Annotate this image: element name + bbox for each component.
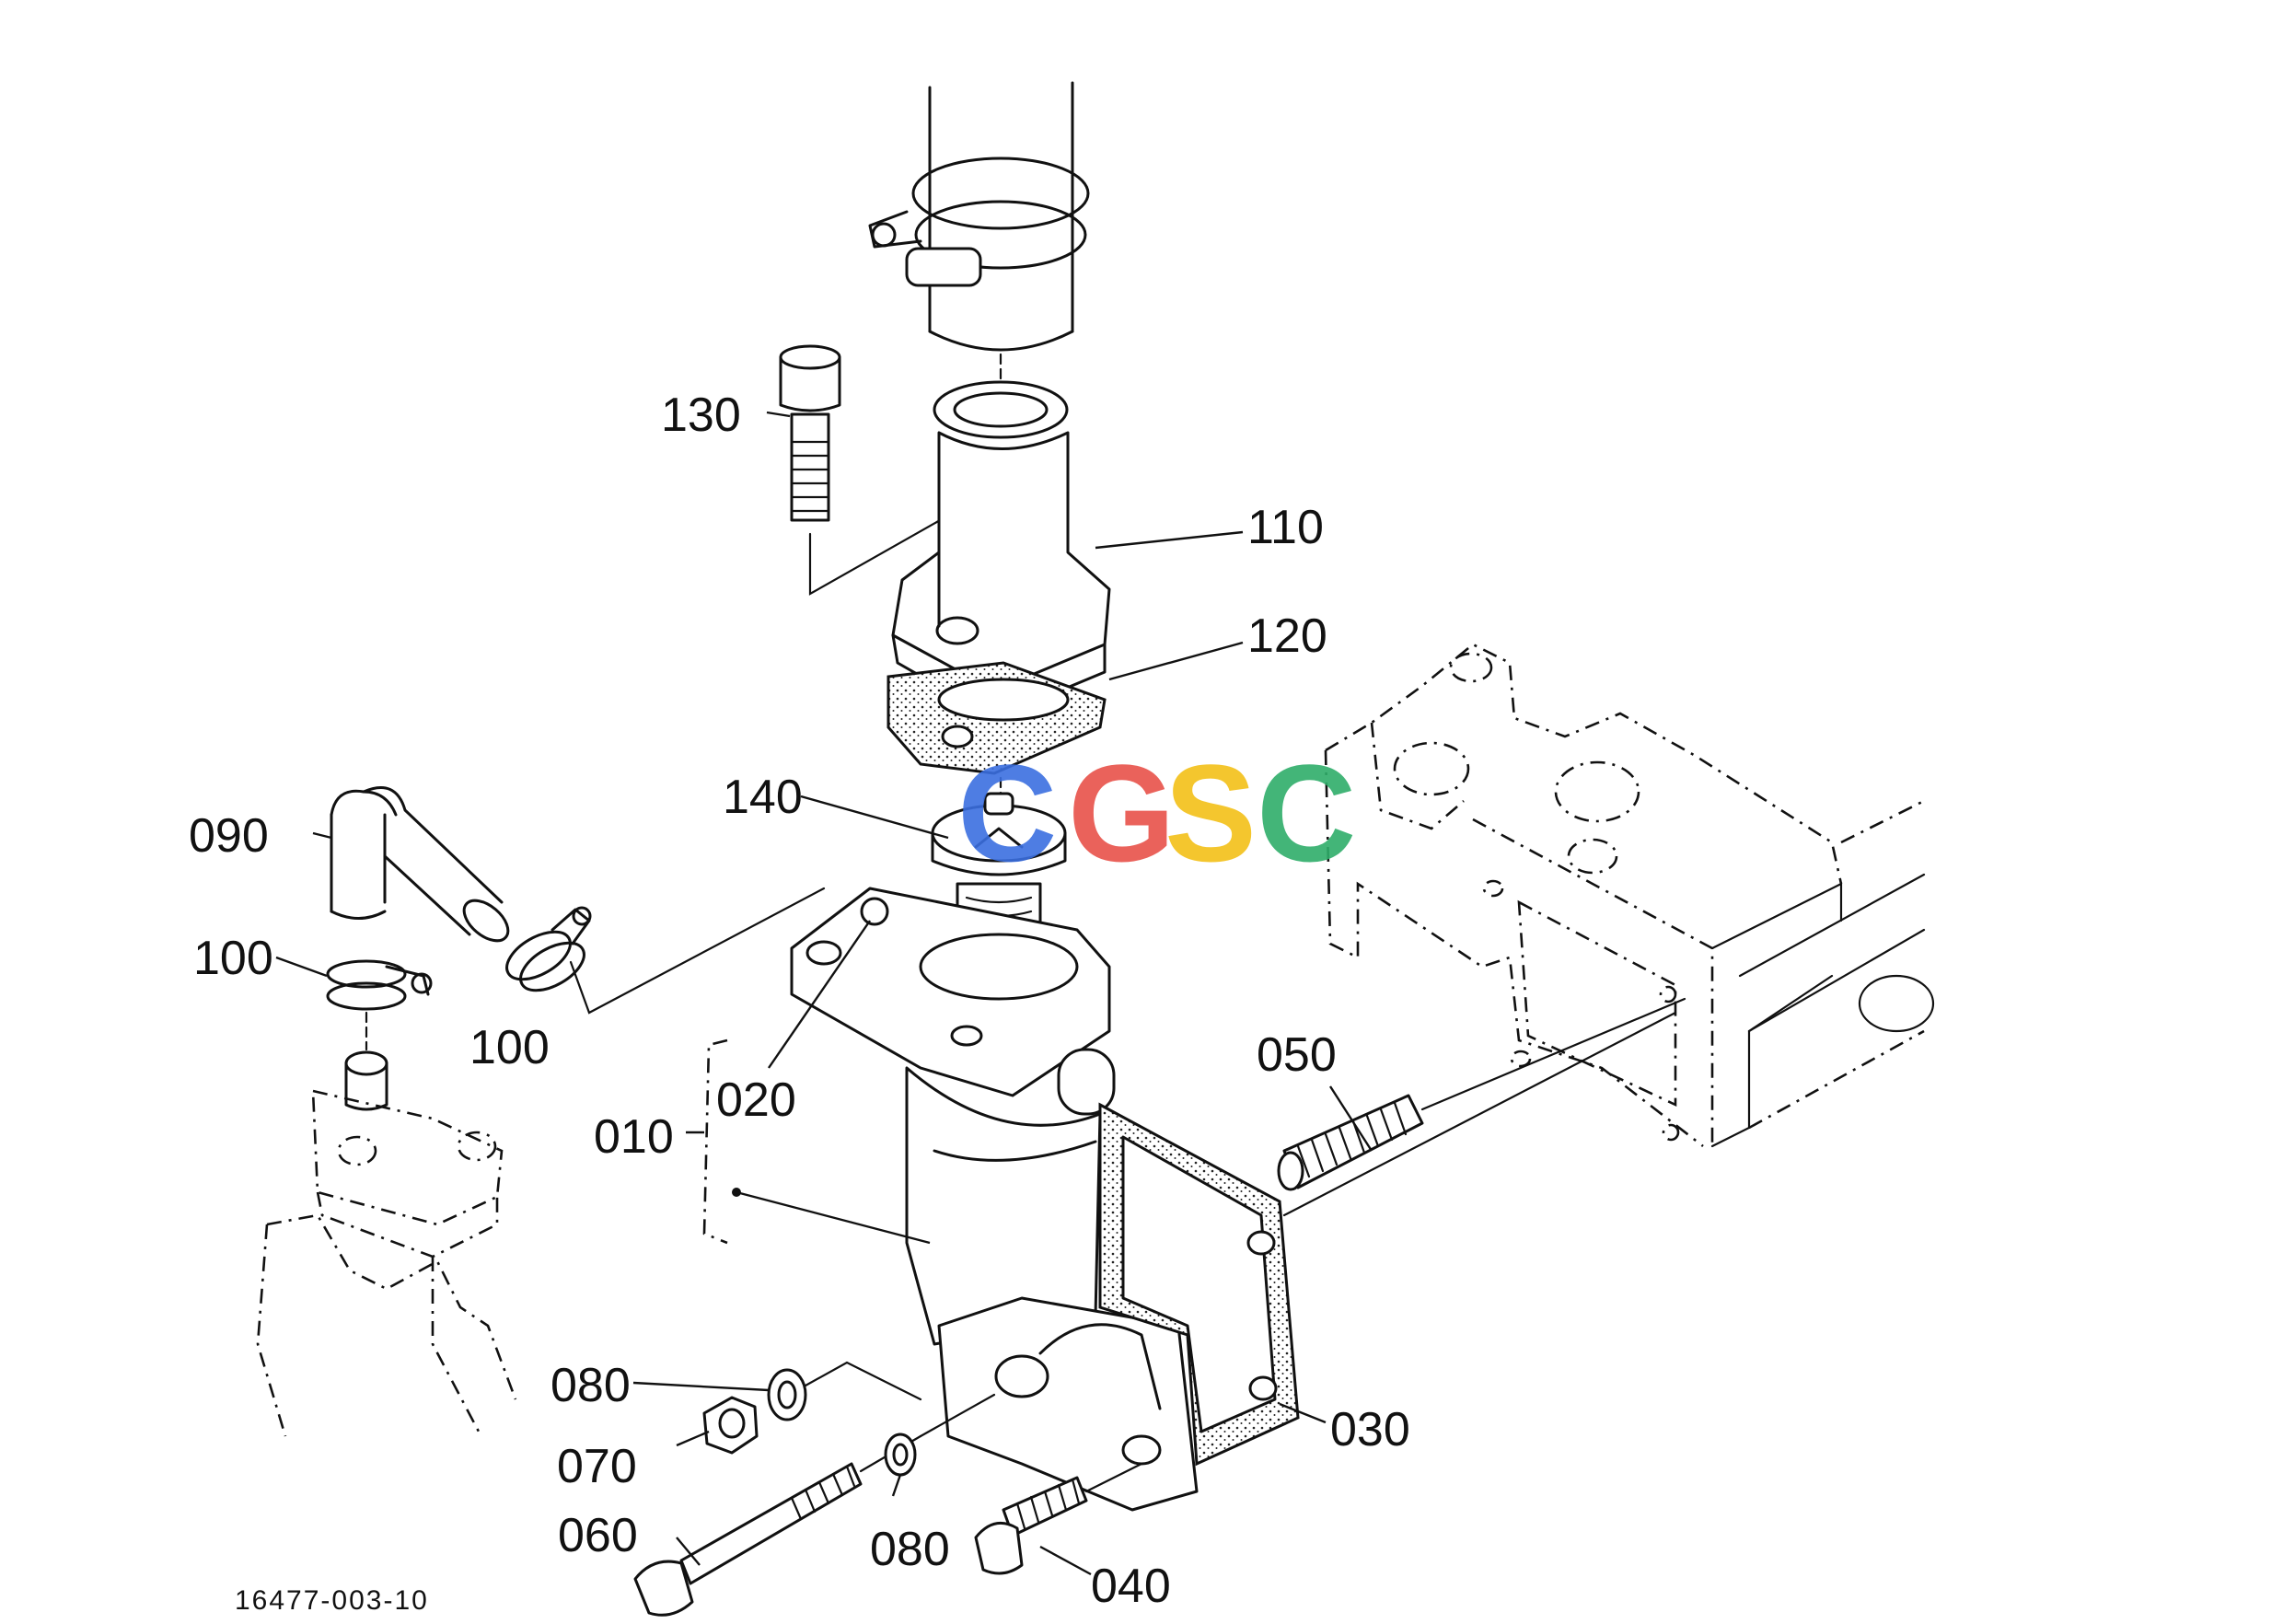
washer-080-upper [767, 1361, 922, 1421]
part-label-100-right: 100 [469, 1021, 550, 1074]
watermark-letter-s: S [1165, 736, 1257, 890]
stud-050 [1277, 997, 1686, 1217]
part-label-140: 140 [723, 771, 803, 824]
part-label-090: 090 [189, 809, 269, 863]
part-label-030: 030 [1330, 1403, 1410, 1456]
part-label-group: 130 110 120 140 090 100 100 020 010 050 … [189, 389, 1410, 1613]
part-label-010: 010 [594, 1110, 674, 1164]
leader-lines [275, 411, 1373, 1576]
watermark-letter-c-2: C [1257, 736, 1356, 890]
bolt-130 [779, 344, 950, 596]
part-label-050: 050 [1257, 1028, 1337, 1082]
bypass-hose-090 [330, 786, 510, 943]
part-label-130: 130 [661, 389, 741, 442]
watermark-letter-g: G [1068, 736, 1176, 890]
watermark-letter-c: C [957, 736, 1057, 890]
watermark-logo: C G S C [957, 736, 1356, 890]
part-label-110: 110 [1247, 501, 1324, 554]
upper-hose [928, 81, 1074, 352]
part-label-060: 060 [558, 1509, 638, 1562]
drawing-number: 16477-003-10 [235, 1585, 429, 1616]
housing-assembly-bracket [686, 1038, 931, 1245]
gasket-030 [1098, 1102, 1300, 1467]
hose-clamp-100-left [326, 959, 433, 1051]
water-pump-fitting [256, 1050, 517, 1437]
part-label-040: 040 [1091, 1560, 1171, 1613]
upper-hose-clamp [868, 157, 1090, 287]
part-label-080-lower: 080 [870, 1523, 950, 1576]
cylinder-head [1324, 643, 1935, 1148]
washer-080-lower [884, 1433, 917, 1477]
part-label-020: 020 [716, 1073, 796, 1127]
part-label-080-upper: 080 [550, 1359, 631, 1412]
hose-clamp-100-right [505, 887, 826, 1015]
part-label-100-left: 100 [193, 932, 273, 985]
part-label-120: 120 [1247, 609, 1327, 663]
part-label-070: 070 [557, 1440, 637, 1493]
bolt-060 [633, 1393, 996, 1617]
nut-070 [702, 1396, 759, 1455]
bolt-040 [974, 1462, 1143, 1575]
gasket-120 [887, 661, 1107, 775]
thermostat-housing-010 [790, 887, 1199, 1512]
